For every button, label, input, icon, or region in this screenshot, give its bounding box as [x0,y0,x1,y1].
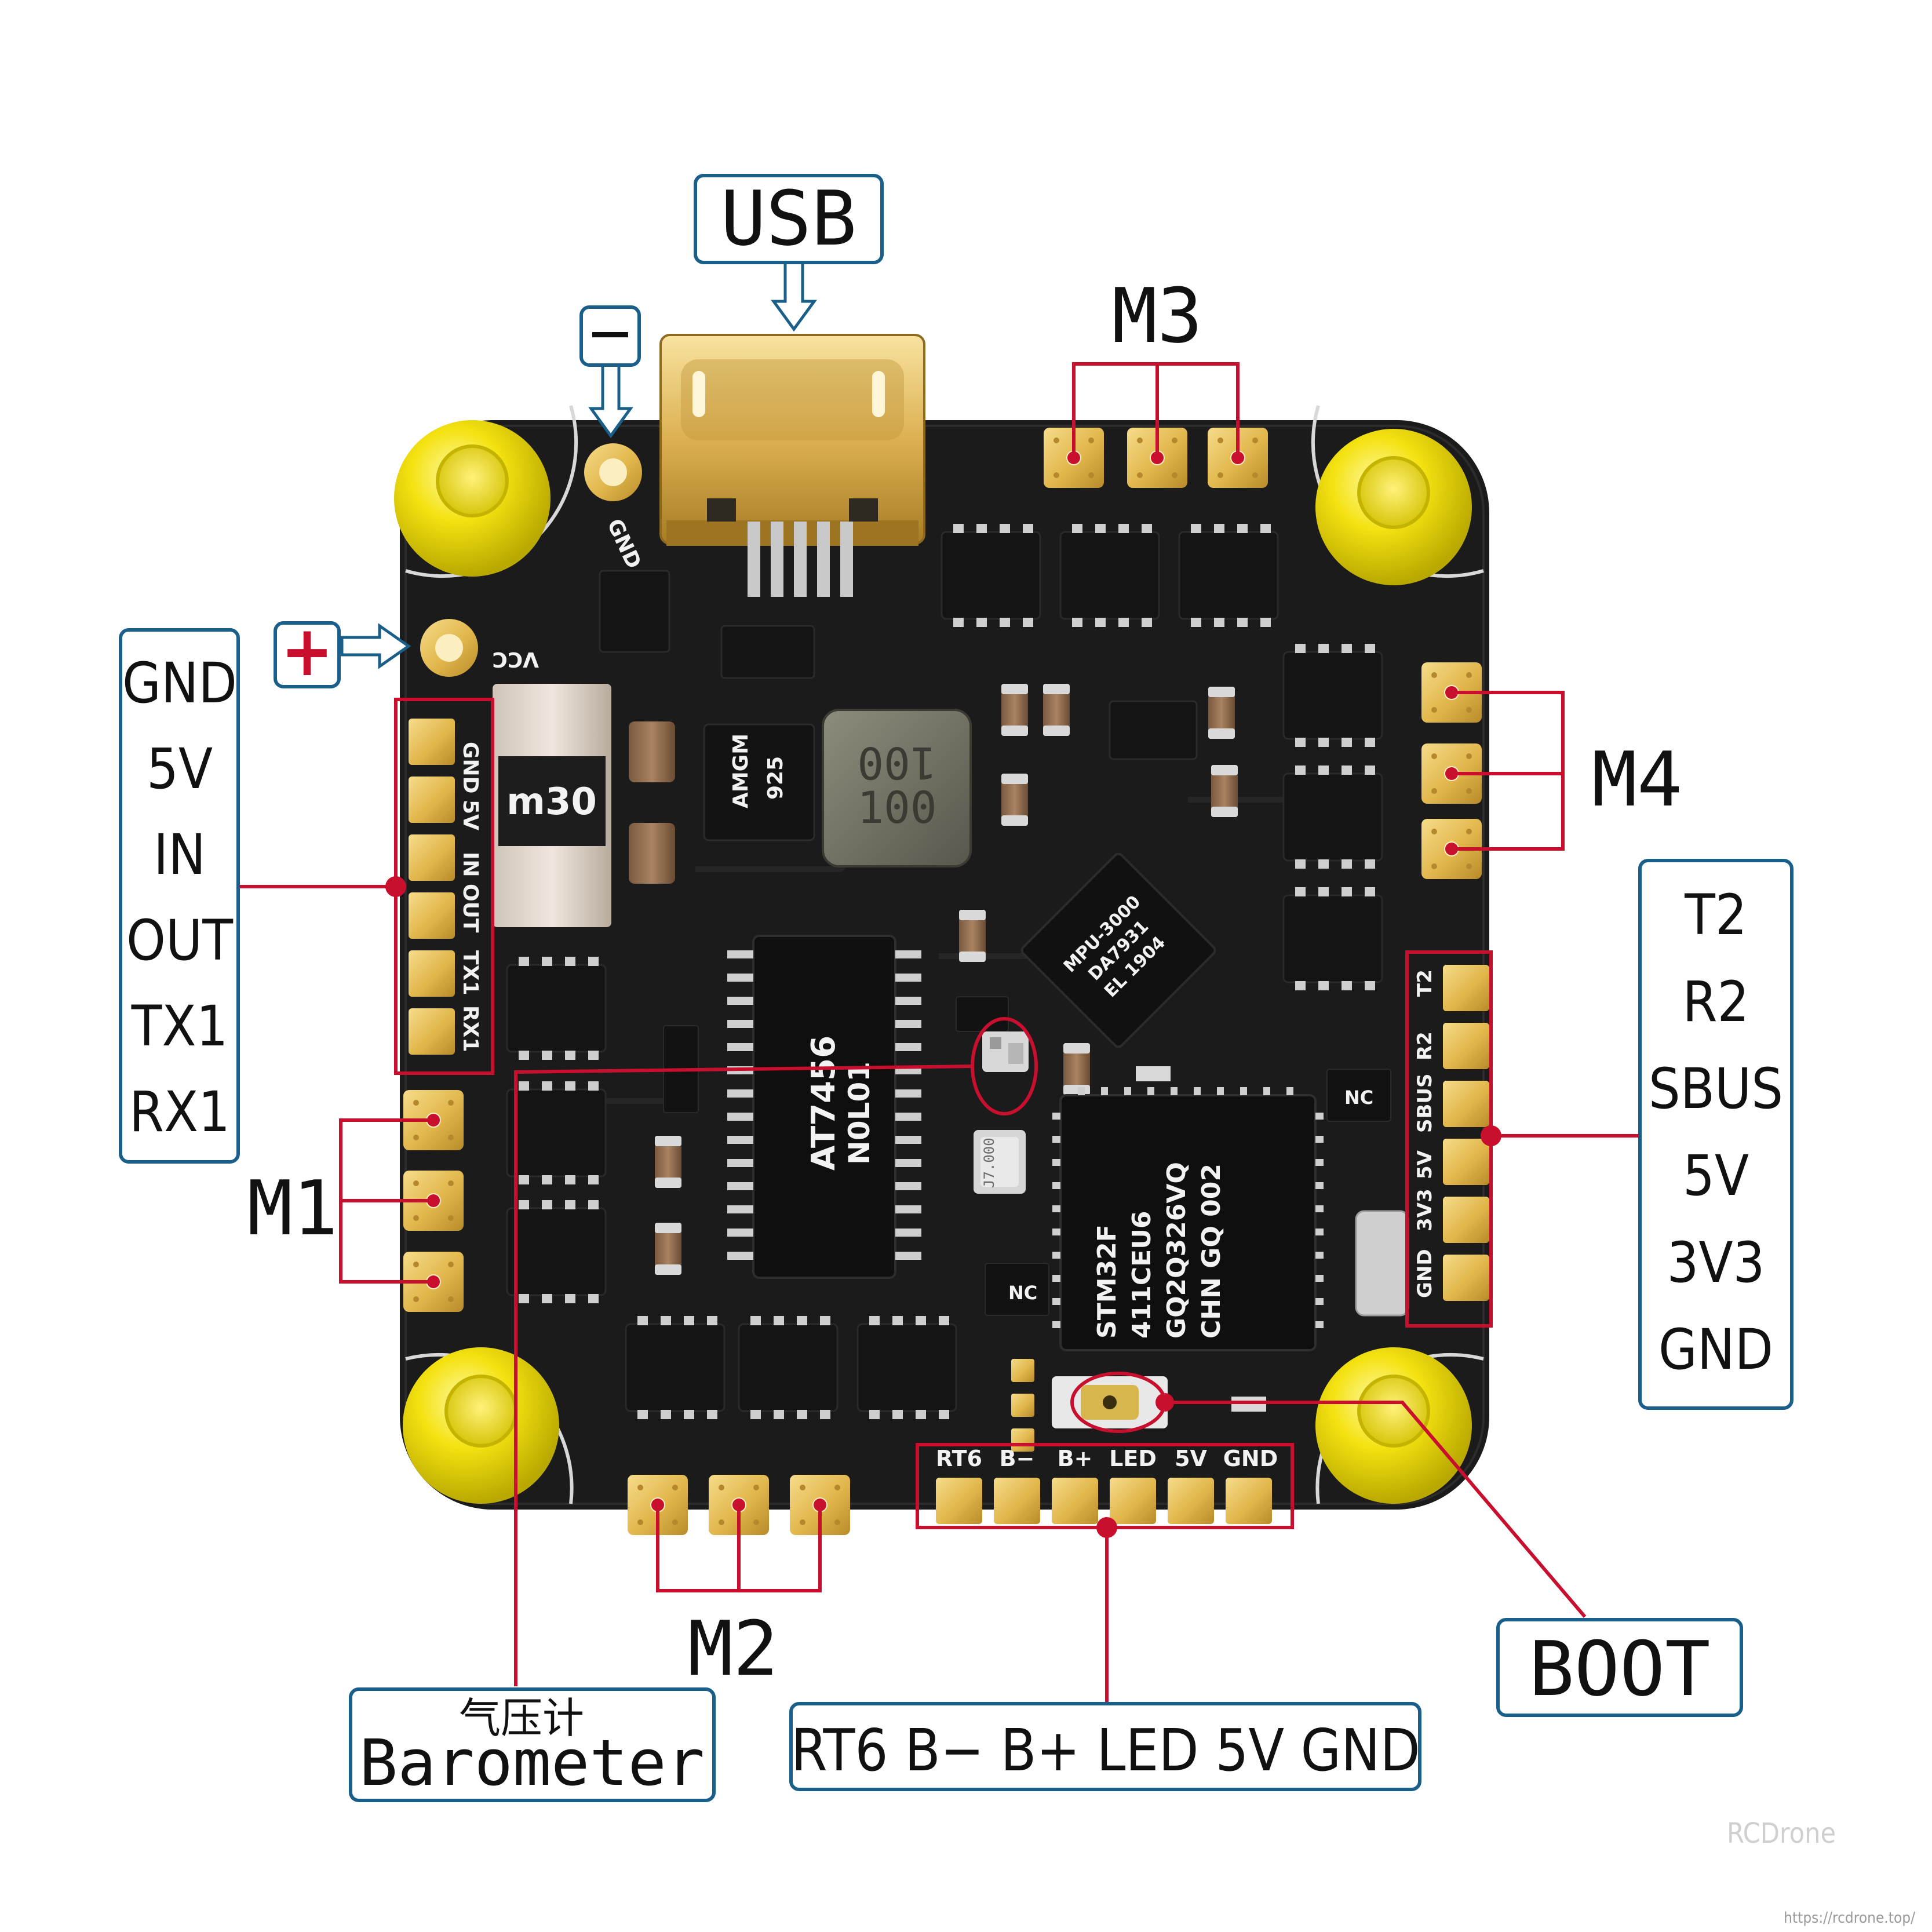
silk-left-strip-3: OUT [458,884,482,933]
silk-mcu-2: 411CEU6 [1127,1211,1157,1339]
bottom-pads-label-box: RT6 B− B+ LED 5V GND [789,1702,1421,1791]
silk-mcu-4: CHN GQ 002 [1197,1164,1226,1339]
bottom-pads-label: RT6 B− B+ LED 5V GND [791,1716,1420,1784]
silk-inductor-top: 100 [857,737,936,789]
boot-label: BOOT [1529,1625,1710,1713]
silk-mcu-1: STM32F [1092,1224,1122,1339]
inductor: 100 100 [822,709,972,867]
current-shunt: m30 [493,684,611,927]
silk-925: 925 [764,756,788,800]
standoff-bottom-left [403,1347,559,1504]
left-pad-name-3: OUT [126,908,234,973]
right-solder-strip: T2 R2 SBUS 5V 3V3 GND [1413,965,1489,1301]
silk-left-strip-0: GND [458,742,482,794]
usb-arrow [771,256,817,332]
silk-bottom-strip-4: 5V [1175,1446,1207,1471]
silk-crystal: J7.000 [981,1138,997,1188]
bottom-solder-strip: RT6 B− B+ LED 5V GND [936,1446,1278,1524]
silk-shunt: m30 [506,781,597,823]
right-pad-name-0: T2 [1684,883,1747,947]
silk-right-strip-5: GND [1413,1249,1437,1298]
left-pad-name-5: RX1 [129,1080,230,1144]
silk-amgm: AMGM [729,734,753,808]
usb-connector [659,334,925,597]
silk-right-strip-2: SBUS [1413,1074,1437,1133]
silk-bottom-strip-5: GND [1223,1446,1278,1471]
standoff-top-left [394,420,551,577]
silk-bottom-strip-3: LED [1109,1446,1157,1471]
minus-label: − [586,296,635,370]
silk-bottom-strip-1: B− [1000,1446,1035,1471]
silk-right-strip-0: T2 [1413,969,1437,997]
silk-bottom-strip-2: B+ [1058,1446,1093,1471]
right-pad-name-3: 5V [1683,1143,1749,1208]
m1-label: M1 [247,1164,338,1252]
left-pad-name-1: 5V [147,737,213,801]
silk-nc-left: NC [1008,1282,1037,1304]
m4-label: M4 [1592,735,1683,823]
plus-label-box: + [274,611,341,692]
driver-chip: AT7456 N0L01 [727,935,921,1279]
m2-label: M2 [688,1605,779,1693]
silk-nc-right: NC [1344,1087,1373,1109]
right-pad-name-4: 3V3 [1667,1230,1765,1295]
watermark-brand: RCDrone [1727,1817,1836,1850]
plus-label: + [281,611,333,692]
barometer-chip [982,1031,1029,1072]
right-pad-name-2: SBUS [1649,1056,1783,1121]
standoff-top-right [1315,429,1472,585]
silk-driver-sub: N0L01 [843,1062,876,1165]
silk-bottom-strip-0: RT6 [936,1446,982,1471]
silk-left-strip-1: 5V [458,800,482,830]
silk-driver: AT7456 [805,1036,843,1171]
watermark-url: https://rcdrone.top/ [1784,1909,1915,1927]
silk-vcc: VCC [492,647,539,671]
crystal: J7.000 [974,1130,1026,1194]
boot-button [1052,1376,1168,1428]
m3-label: M3 [1112,272,1203,360]
imu-chip: MPU-3000 DA7931 EL 1904 [1020,852,1216,1048]
right-pad-name-1: R2 [1683,969,1749,1034]
negative-arrow [588,362,633,439]
battery-negative-pad [584,443,642,501]
left-pad-name-0: GND [122,651,237,716]
right-pad-names-box: T2 R2 SBUS 5V 3V3 GND [1638,859,1794,1410]
silk-right-strip-4: 3V3 [1413,1189,1437,1231]
left-pad-name-2: IN [154,822,206,887]
battery-positive-pad [420,619,478,677]
silk-left-strip-5: RX1 [458,1005,482,1052]
silk-left-strip-4: TX1 [458,950,482,995]
silk-right-strip-1: R2 [1413,1031,1437,1060]
barometer-label-box: 气压计 Barometer [349,1687,716,1802]
usb-label: USB [721,174,857,263]
barometer-cn-label: 气压计 [459,1694,584,1743]
barometer-en-label: Barometer [359,1726,705,1800]
standoff-bottom-right [1315,1347,1472,1504]
silk-left-strip-2: IN [458,852,482,877]
left-pad-names-box: GND 5V IN OUT TX1 RX1 [119,628,240,1164]
callout-dots [385,451,1501,1538]
silk-mcu-3: GQ2Q326VQ [1162,1162,1191,1339]
usb-label-box: USB [694,174,884,264]
right-pad-name-5: GND [1658,1317,1773,1382]
mcu-chip: STM32F 411CEU6 GQ2Q326VQ CHN GQ 002 [1052,1087,1324,1351]
silk-right-strip-3: 5V [1413,1150,1437,1179]
left-solder-strip: GND 5V IN OUT TX1 RX1 [409,719,482,1055]
silk-inductor-bottom: 100 [857,782,936,833]
minus-label-box: − [579,296,641,370]
boot-label-box: BOOT [1496,1618,1743,1717]
left-pad-name-4: TX1 [131,994,228,1059]
positive-arrow [340,623,411,669]
